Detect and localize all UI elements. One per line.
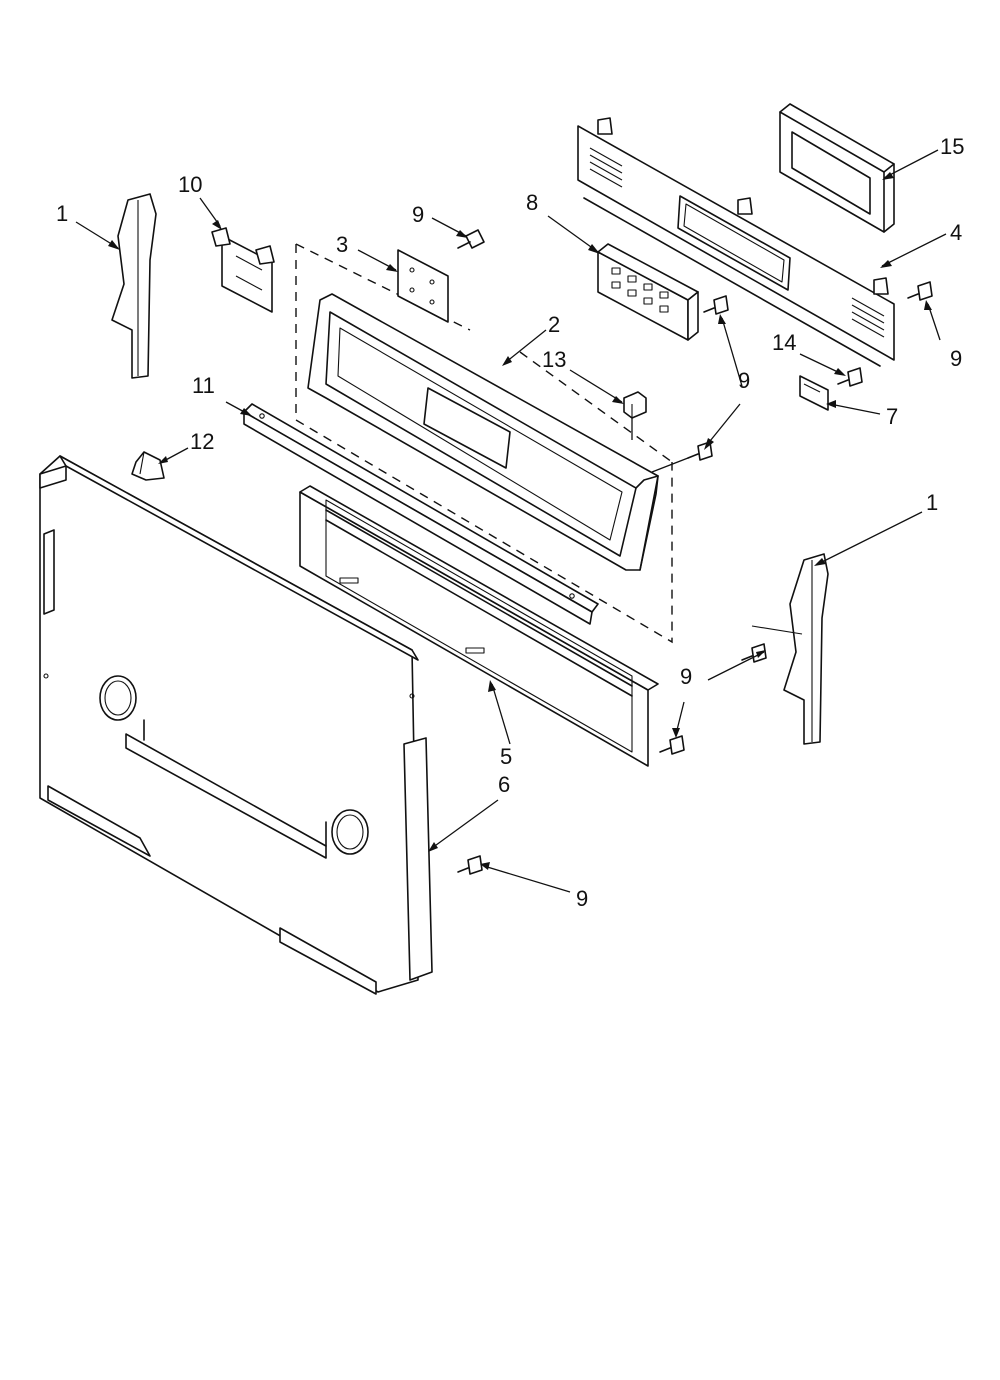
callout-1-right: 1 bbox=[926, 490, 938, 515]
part-4-control-panel-bracket bbox=[577, 117, 895, 367]
callout-11: 11 bbox=[192, 373, 215, 398]
screw-9-c bbox=[907, 281, 933, 301]
callout-8: 8 bbox=[526, 190, 538, 215]
callout-3: 3 bbox=[336, 232, 348, 257]
callout-7: 7 bbox=[886, 404, 898, 429]
screw-14 bbox=[837, 367, 863, 387]
part-3-mounting-plate bbox=[397, 249, 449, 323]
part-11-trim-strip bbox=[243, 403, 599, 625]
callout-9-panel: 9 bbox=[680, 664, 692, 689]
callout-5: 5 bbox=[500, 744, 512, 769]
callout-1-left: 1 bbox=[56, 201, 68, 226]
callout-6: 6 bbox=[498, 772, 510, 797]
leader-lines bbox=[75, 149, 947, 893]
part-8-electronic-control bbox=[597, 243, 699, 341]
callout-14: 14 bbox=[772, 330, 796, 355]
part-5-manifold-panel bbox=[299, 485, 659, 767]
callout-4: 4 bbox=[950, 220, 962, 245]
callout-9-control: 9 bbox=[738, 368, 750, 393]
screw-9-g bbox=[457, 855, 483, 875]
part-1-end-cap-right bbox=[751, 553, 829, 745]
callout-13: 13 bbox=[542, 347, 566, 372]
part-13-switch bbox=[623, 391, 647, 419]
part-1-end-cap-left bbox=[111, 193, 157, 379]
callout-2: 2 bbox=[548, 312, 560, 337]
part-15-rear-bracket bbox=[779, 103, 895, 233]
callout-12: 12 bbox=[190, 429, 214, 454]
part-7-small-clip bbox=[799, 375, 829, 411]
callout-9-top: 9 bbox=[412, 202, 424, 227]
part-10-side-bracket bbox=[211, 227, 275, 313]
callout-labels: 1 10 9 3 8 15 4 2 13 9 14 9 7 9 11 12 1 … bbox=[56, 134, 964, 911]
part-12-clip bbox=[131, 451, 165, 481]
screw-9-f bbox=[659, 735, 685, 755]
callout-9-bottom: 9 bbox=[576, 886, 588, 911]
part-6-lower-front-panel bbox=[39, 455, 433, 995]
callout-15: 15 bbox=[940, 134, 964, 159]
screw-9-a bbox=[457, 229, 485, 249]
screw-9-d bbox=[687, 441, 713, 461]
callout-10: 10 bbox=[178, 172, 202, 197]
part-2-control-panel bbox=[307, 293, 659, 571]
screw-9-b bbox=[703, 295, 729, 315]
callout-9-right-top: 9 bbox=[950, 346, 962, 371]
